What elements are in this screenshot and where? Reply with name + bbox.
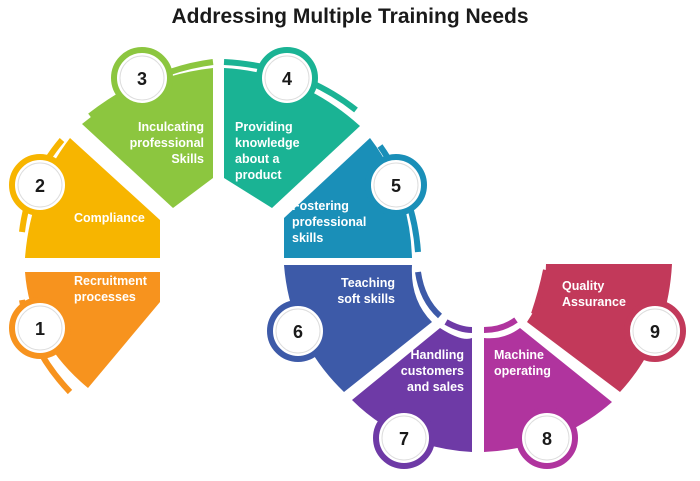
segments-layer [25,68,672,452]
diagram-title: Addressing Multiple Training Needs [171,5,529,28]
segment-8 [484,328,612,452]
step-7-label: Handling customers and sales [401,348,464,394]
step-3-label-line: professional [130,136,204,150]
step-5-label-line: Fostering [292,199,349,213]
segment-1 [25,272,160,388]
step-8-badge-inner [524,415,570,461]
step-5-label-line: skills [292,231,323,245]
step-9-badge-inner [632,308,678,354]
step-3-badge: 3 [111,47,173,109]
step-6-label-line: soft skills [337,292,395,306]
outer-arc-7 [444,319,473,333]
step-4-badge-inner [264,55,310,101]
step-4-label-line: product [235,168,282,182]
step-1-label-line: Recruitment [74,274,148,288]
step-9-number: 9 [650,322,660,342]
step-8-number: 8 [542,429,552,449]
step-8-label-line: Machine [494,348,544,362]
step-4-number: 4 [282,69,292,89]
step-3-label-line: Inculcating [138,120,204,134]
step-8-label: Machine operating [494,348,551,378]
step-2-number: 2 [35,176,45,196]
badges-layer: 1 2 3 4 5 [9,47,686,469]
step-3-badge-inner [119,55,165,101]
step-5-label: Fostering professional skills [292,199,366,245]
step-4-label-line: about a [235,152,280,166]
segment-9 [527,264,672,392]
step-7-badge-inner [381,415,427,461]
step-6-label: Teaching soft skills [337,276,395,306]
step-7-number: 7 [399,429,409,449]
step-7-label-line: Handling [411,348,464,362]
segment-6 [284,265,432,392]
step-6-number: 6 [293,322,303,342]
outer-arc-8 [483,317,518,333]
step-9-label-line: Assurance [562,295,626,309]
step-4-label-line: knowledge [235,136,300,150]
outer-arc-6 [415,271,443,319]
step-3-label-line: Skills [171,152,204,166]
step-1-label-line: processes [74,290,136,304]
segment-4 [224,68,360,208]
step-2-badge: 2 [9,154,71,216]
step-1-number: 1 [35,319,45,339]
labels-layer: Recruitment processes Compliance Inculcat… [74,120,626,394]
step-1-label: Recruitment processes [74,274,148,304]
step-8-label-line: operating [494,364,551,378]
step-6-label-line: Teaching [341,276,395,290]
segment-3 [82,68,213,208]
outer-arc-9 [531,269,549,315]
step-9-label-line: Quality [562,279,604,293]
step-1-badge-inner [17,305,63,351]
step-5-badge-inner [373,162,419,208]
step-5-badge: 5 [365,154,427,216]
step-4-label: Providing knowledge about a product [235,120,300,182]
step-9-badge: 9 [624,300,686,362]
step-1-badge: 1 [9,297,71,359]
step-8-badge: 8 [516,407,578,469]
step-5-number: 5 [391,176,401,196]
step-2-label-line: Compliance [74,211,145,225]
step-7-label-line: and sales [407,380,464,394]
step-3-number: 3 [137,69,147,89]
step-7-label-line: customers [401,364,464,378]
step-4-label-line: Providing [235,120,293,134]
step-2-label: Compliance [74,211,145,225]
step-5-label-line: professional [292,215,366,229]
step-2-badge-inner [17,162,63,208]
step-6-badge-inner [275,308,321,354]
step-4-badge: 4 [256,47,318,109]
step-6-badge: 6 [267,300,329,362]
step-7-badge: 7 [373,407,435,469]
